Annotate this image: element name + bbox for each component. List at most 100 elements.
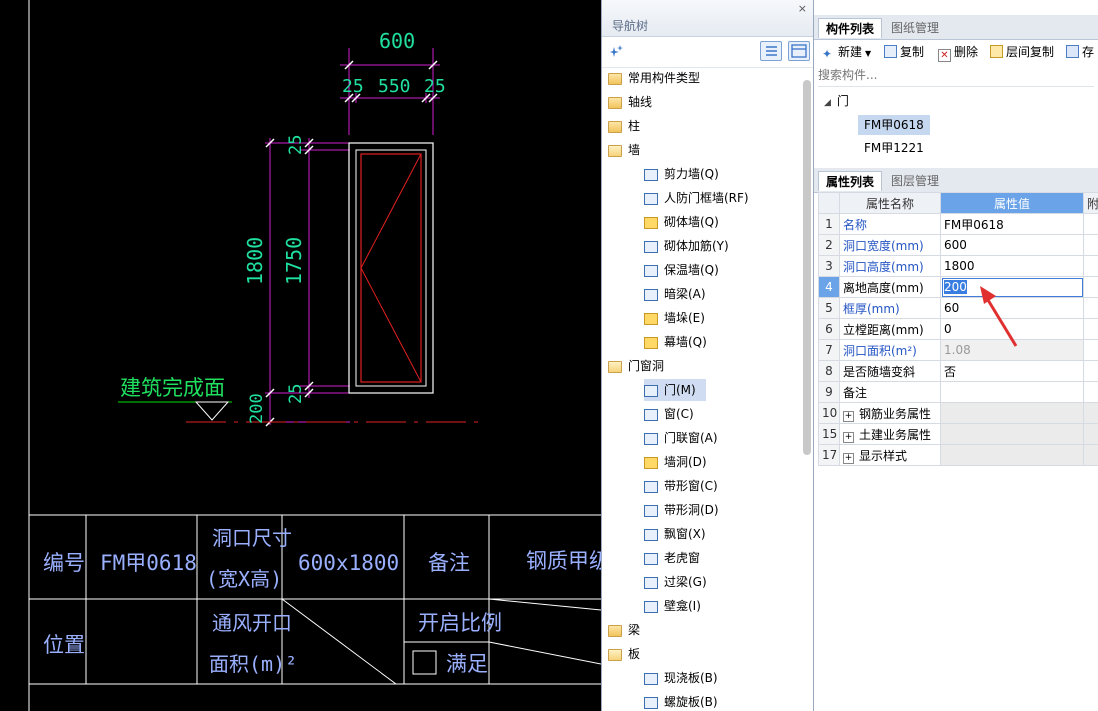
tab-component-list[interactable]: 构件列表: [818, 18, 883, 38]
nav-item[interactable]: 飘窗(X): [644, 523, 706, 545]
tab-layer-management[interactable]: 图层管理: [891, 174, 940, 188]
table-size-value: 600x1800: [298, 551, 399, 575]
copy-button[interactable]: 复制: [884, 43, 924, 61]
property-name: 是否随墙变斜: [839, 360, 941, 382]
nav-item[interactable]: 墙: [608, 139, 640, 161]
property-value[interactable]: [940, 444, 1084, 466]
nav-scrollbar[interactable]: [803, 80, 811, 455]
nav-item[interactable]: 螺旋板(B): [644, 691, 718, 711]
add-sparkle-icon[interactable]: [610, 45, 624, 59]
property-name: +显示样式: [839, 444, 941, 466]
nav-item[interactable]: 带形窗(C): [644, 475, 718, 497]
property-value[interactable]: FM甲0618: [940, 213, 1084, 235]
nav-item[interactable]: 砌体墙(Q): [644, 211, 719, 233]
nav-item[interactable]: 柱: [608, 115, 640, 137]
property-row[interactable]: 15+土建业务属性: [818, 423, 1098, 445]
property-value[interactable]: [940, 402, 1084, 424]
floor-copy-button[interactable]: 层间复制: [990, 43, 1054, 61]
nav-item[interactable]: 幕墙(Q): [644, 331, 707, 353]
nav-item[interactable]: 暗梁(A): [644, 283, 706, 305]
cast-slab-icon: [644, 672, 658, 685]
tab-drawing-management[interactable]: 图纸管理: [891, 21, 940, 35]
property-value[interactable]: 600: [940, 234, 1084, 256]
nav-item-label: 飘窗(X): [664, 527, 706, 541]
cad-drawing: 600 25 550 25 1800 1750 25 25 200 建筑完成面: [28, 0, 601, 711]
nav-item[interactable]: 壁龛(I): [644, 595, 701, 617]
nav-item[interactable]: 过梁(G): [644, 571, 707, 593]
header-extra: 附: [1083, 192, 1098, 214]
nav-item[interactable]: 现浇板(B): [644, 667, 718, 689]
nav-close-button[interactable]: ×: [797, 2, 807, 15]
property-value[interactable]: [940, 381, 1084, 403]
property-row[interactable]: 17+显示样式: [818, 444, 1098, 466]
nav-item[interactable]: 保温墙(Q): [644, 259, 719, 281]
strip-window-icon: [644, 480, 658, 493]
property-row[interactable]: 10+钢筋业务属性: [818, 402, 1098, 424]
expand-plus-icon[interactable]: +: [843, 431, 854, 443]
shear-wall-icon: [644, 168, 658, 181]
nav-item[interactable]: 窗(C): [644, 403, 694, 425]
property-value[interactable]: 1.08: [940, 339, 1084, 361]
nav-item[interactable]: 带形洞(D): [644, 499, 719, 521]
nav-item[interactable]: 梁: [608, 619, 640, 641]
new-button[interactable]: ✦新建▼: [822, 45, 872, 61]
tab-property-list[interactable]: 属性列表: [818, 171, 883, 191]
header-name: 属性名称: [839, 192, 941, 214]
component-item[interactable]: FM甲0618: [858, 115, 930, 135]
component-search-input[interactable]: [818, 66, 1088, 84]
expand-plus-icon[interactable]: +: [843, 452, 854, 464]
table-size-label-2: (宽X高): [206, 567, 282, 591]
expand-plus-icon[interactable]: +: [843, 410, 854, 422]
property-value[interactable]: 1800: [940, 255, 1084, 277]
property-value[interactable]: [940, 423, 1084, 445]
nav-item[interactable]: 板: [608, 643, 640, 665]
panel-view-icon[interactable]: [788, 41, 810, 61]
nav-item-label: 过梁(G): [664, 575, 707, 589]
tree-root-door[interactable]: ◢门: [824, 94, 849, 108]
property-name: +钢筋业务属性: [839, 402, 941, 424]
nav-item[interactable]: 门(M): [644, 379, 706, 401]
nav-item[interactable]: 老虎窗: [644, 547, 700, 569]
window-icon: [644, 408, 658, 421]
nav-item[interactable]: 墙洞(D): [644, 451, 707, 473]
nav-item-label: 幕墙(Q): [664, 335, 707, 349]
delete-button[interactable]: ✕删除: [938, 43, 978, 62]
nav-item[interactable]: 门窗洞: [608, 355, 664, 377]
nav-item[interactable]: 门联窗(A): [644, 427, 718, 449]
nav-item[interactable]: 常用构件类型: [608, 67, 700, 89]
list-view-icon[interactable]: [760, 41, 782, 61]
nav-item[interactable]: 剪力墙(Q): [644, 163, 719, 185]
row-number: 2: [818, 234, 840, 256]
save-button[interactable]: 存: [1066, 43, 1094, 61]
floor-copy-icon: [990, 45, 1003, 58]
nav-item[interactable]: 墙垛(E): [644, 307, 705, 329]
row-number: 6: [818, 318, 840, 340]
dim-top-gap: 25: [286, 135, 306, 155]
row-number: 8: [818, 360, 840, 382]
row-number: 9: [818, 381, 840, 403]
row-number: 5: [818, 297, 840, 319]
door-window-icon: [644, 432, 658, 445]
property-tabbar: 属性列表 图层管理: [814, 168, 1098, 193]
nav-item[interactable]: 砌体加筋(Y): [644, 235, 729, 257]
table-ratio-label: 开启比例: [418, 611, 502, 635]
cad-drawing-canvas[interactable]: 600 25 550 25 1800 1750 25 25 200 建筑完成面: [0, 0, 601, 711]
property-extra: [1083, 213, 1098, 235]
nav-item-label: 螺旋板(B): [664, 695, 718, 709]
nav-item[interactable]: 人防门框墙(RF): [644, 187, 749, 209]
nav-item[interactable]: 轴线: [608, 91, 652, 113]
wall-pier-icon: [644, 312, 658, 325]
nav-item-label: 壁龛(I): [664, 599, 701, 613]
component-tabbar: 构件列表 图纸管理: [814, 15, 1098, 40]
component-item[interactable]: FM甲1221: [864, 141, 924, 153]
property-value[interactable]: 否: [940, 360, 1084, 382]
